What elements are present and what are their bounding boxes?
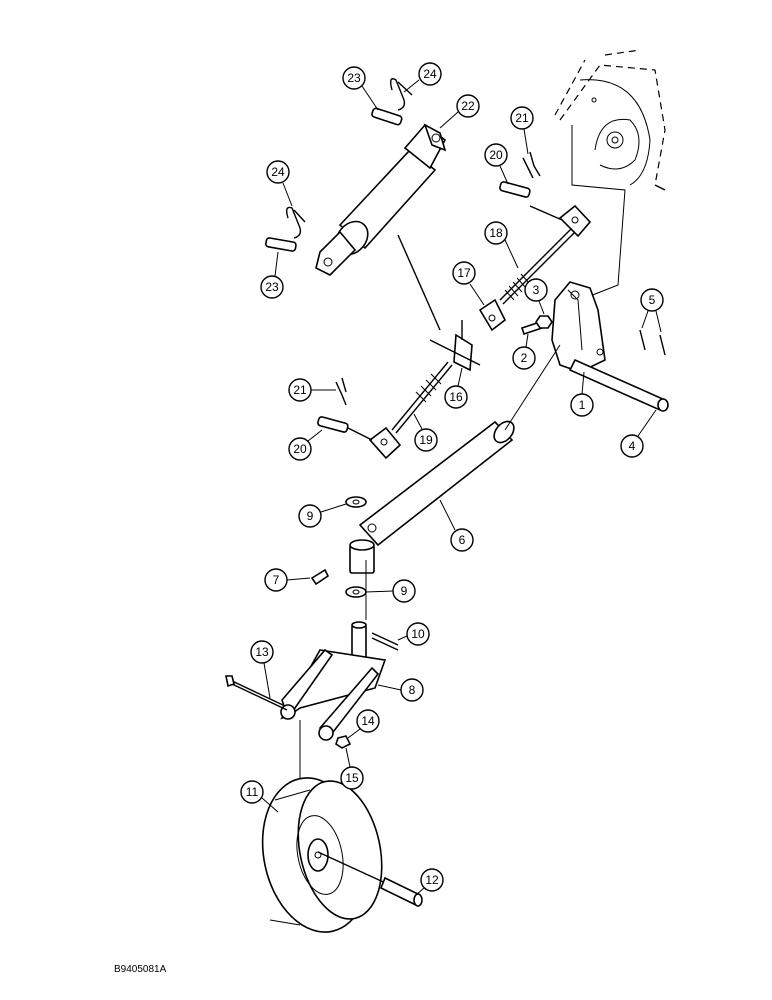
- svg-text:21: 21: [293, 383, 307, 397]
- svg-text:14: 14: [361, 714, 375, 728]
- callout-1: 1: [570, 371, 594, 417]
- callout-2: 2: [512, 333, 536, 370]
- wheel-11: [261, 777, 383, 933]
- svg-text:3: 3: [533, 283, 540, 297]
- washer-upper: [345, 496, 367, 508]
- svg-text:20: 20: [293, 442, 307, 456]
- callout-24-left: 24: [266, 160, 293, 207]
- callout-12: 12: [415, 868, 444, 896]
- callout-5: 5: [640, 288, 664, 333]
- svg-text:19: 19: [419, 433, 433, 447]
- callout-9-top: 9: [298, 503, 347, 528]
- callout-24-top: 24: [403, 62, 442, 93]
- svg-text:15: 15: [345, 771, 359, 785]
- svg-text:23: 23: [265, 280, 279, 294]
- callout-4: 4: [620, 409, 657, 458]
- svg-text:20: 20: [489, 148, 503, 162]
- figure-reference: B9405081A: [114, 964, 167, 975]
- callout-17: 17: [452, 261, 485, 306]
- callout-14: 14: [347, 709, 380, 739]
- svg-text:8: 8: [409, 683, 416, 697]
- hydraulic-cylinder: [315, 123, 447, 276]
- leader-line: [397, 234, 441, 331]
- svg-text:23: 23: [347, 71, 361, 85]
- callout-21-top: 21: [510, 106, 534, 155]
- svg-text:9: 9: [401, 584, 408, 598]
- svg-text:10: 10: [411, 627, 425, 641]
- svg-text:21: 21: [515, 111, 529, 125]
- callout-21-left: 21: [288, 378, 336, 402]
- svg-text:22: 22: [461, 99, 475, 113]
- callout-8: 8: [377, 678, 424, 702]
- svg-text:24: 24: [271, 165, 285, 179]
- callout-19: 19: [413, 413, 438, 452]
- block-17: [478, 298, 507, 332]
- callout-22: 22: [439, 94, 480, 129]
- fork-8: [225, 648, 387, 749]
- callout-11: 11: [240, 780, 279, 813]
- axle-12: [317, 851, 423, 907]
- svg-text:7: 7: [273, 573, 280, 587]
- svg-text:13: 13: [255, 645, 269, 659]
- svg-text:6: 6: [459, 533, 466, 547]
- callout-23-top: 23: [342, 66, 379, 111]
- callout-15: 15: [340, 747, 364, 790]
- callout-7: 7: [264, 568, 311, 592]
- tee-16: [429, 320, 481, 372]
- pin-upper: [371, 78, 413, 126]
- threaded-rod-19: [317, 361, 453, 460]
- svg-text:5: 5: [649, 293, 656, 307]
- callout-18: 18: [484, 221, 519, 269]
- callout-23-left: 23: [260, 251, 284, 299]
- callout-13: 13: [250, 640, 274, 699]
- pin-20-upper: [499, 151, 541, 198]
- leader-line: [571, 125, 626, 299]
- callout-10: 10: [397, 622, 430, 646]
- svg-text:16: 16: [449, 390, 463, 404]
- callout-3: 3: [524, 278, 548, 315]
- svg-text:12: 12: [425, 873, 439, 887]
- pin-lower: [265, 206, 306, 252]
- svg-text:2: 2: [521, 351, 528, 365]
- callout-9-bottom: 9: [365, 579, 416, 603]
- svg-text:9: 9: [307, 509, 314, 523]
- grease-fitting-7: [310, 568, 330, 586]
- svg-text:11: 11: [246, 785, 259, 799]
- wheel-housing: [554, 49, 666, 191]
- svg-text:24: 24: [423, 67, 437, 81]
- bracket-1: [551, 281, 669, 412]
- callout-20-left: 20: [288, 429, 323, 461]
- svg-text:17: 17: [457, 266, 471, 280]
- washer-lower: [345, 586, 367, 598]
- threaded-rod-18: [499, 204, 592, 305]
- callout-20-top: 20: [484, 143, 509, 185]
- callout-6: 6: [439, 499, 474, 552]
- callout-16: 16: [444, 367, 468, 409]
- screw-2: [520, 315, 553, 336]
- svg-text:18: 18: [489, 226, 503, 240]
- svg-text:4: 4: [629, 439, 636, 453]
- svg-text:1: 1: [579, 398, 586, 412]
- arm-6: [349, 344, 561, 574]
- cotter-pins-5: [639, 329, 666, 356]
